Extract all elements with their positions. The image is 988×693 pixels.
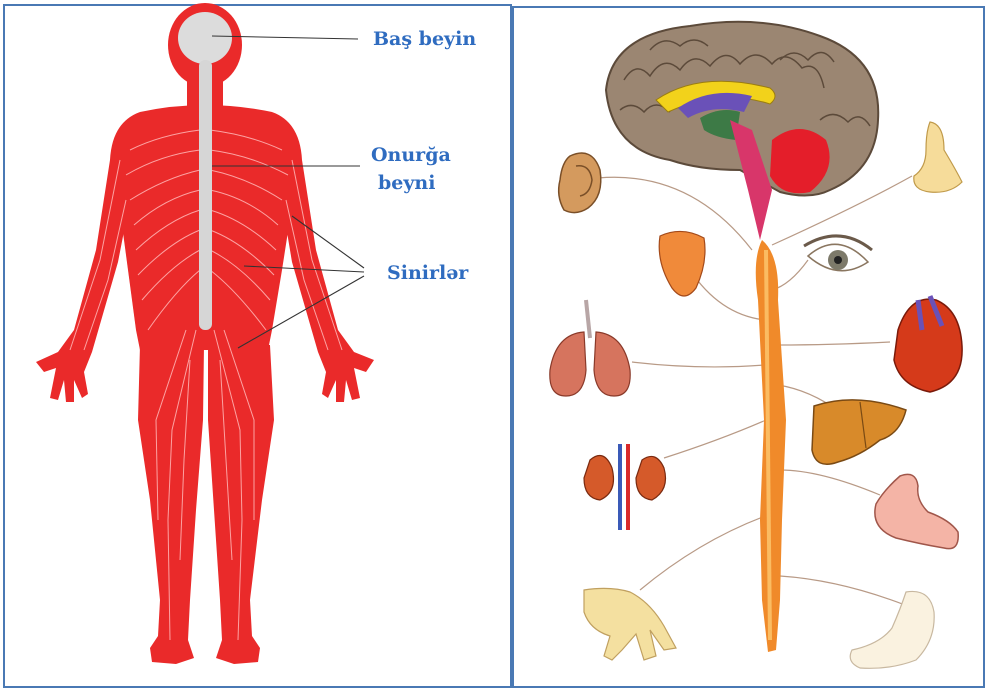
eye-icon (804, 236, 872, 271)
foot-icon (850, 591, 934, 668)
connection-lines (598, 176, 912, 605)
nose-icon (914, 122, 962, 192)
liver-icon (812, 400, 906, 464)
lungs-icon (550, 300, 630, 396)
tongue-icon (659, 231, 705, 296)
heart-icon (894, 296, 962, 392)
kidneys-icon (584, 444, 666, 530)
hand-icon (584, 588, 676, 660)
stomach-icon (875, 474, 958, 548)
spinal-cord (756, 240, 786, 652)
ear-icon (559, 153, 601, 213)
brain-illustration (606, 22, 878, 240)
